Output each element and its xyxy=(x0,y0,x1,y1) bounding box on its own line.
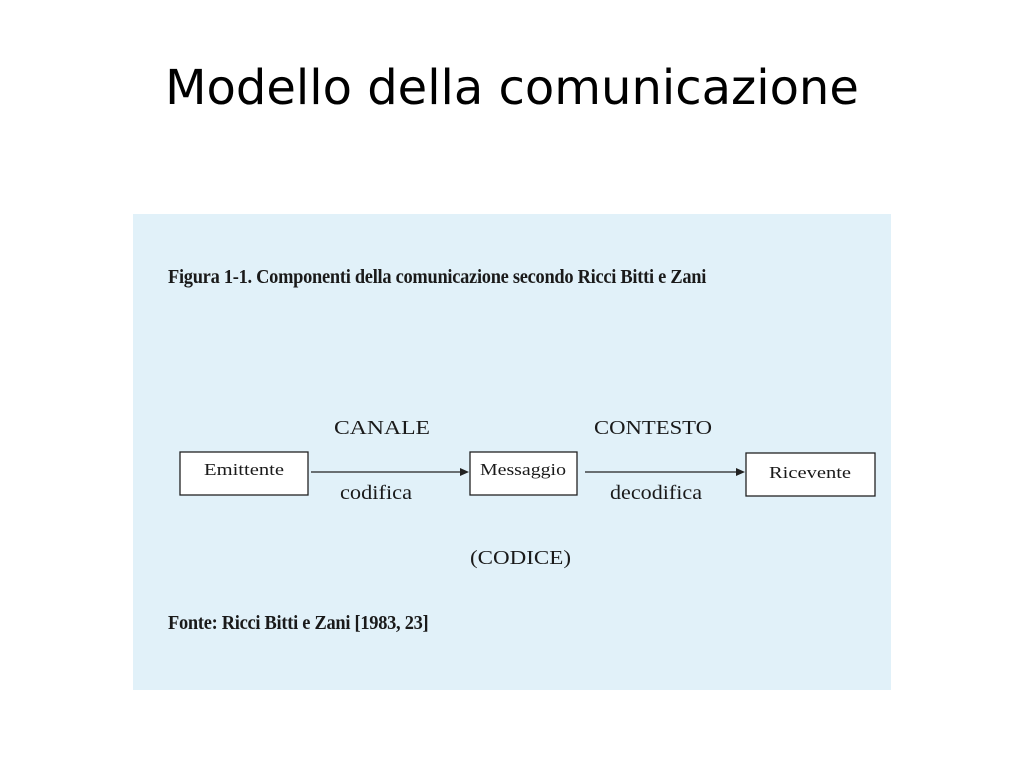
sender-label: Emittente xyxy=(204,460,284,479)
code-label: (CODICE) xyxy=(470,547,571,569)
sender-box xyxy=(179,451,309,496)
slide-title: Modello della comunicazione xyxy=(165,60,859,116)
decoding-arrowhead xyxy=(736,468,745,476)
receiver-box xyxy=(745,452,876,497)
message-label: Messaggio xyxy=(480,460,566,479)
encoding-label: codifica xyxy=(340,482,412,504)
channel-label: CANALE xyxy=(334,417,430,439)
figure-panel: CANALE CONTESTO Emittente Messaggio Rice… xyxy=(133,214,891,690)
figure-source: Fonte: Ricci Bitti e Zani [1983, 23] xyxy=(168,612,429,634)
decoding-label: decodifica xyxy=(610,482,702,504)
context-label: CONTESTO xyxy=(594,417,712,439)
message-box xyxy=(469,451,578,496)
encoding-arrowhead xyxy=(460,468,469,476)
receiver-label: Ricevente xyxy=(769,463,851,482)
figure-caption: Figura 1-1. Componenti della comunicazio… xyxy=(168,266,707,288)
communication-diagram: CANALE CONTESTO Emittente Messaggio Rice… xyxy=(133,214,891,690)
